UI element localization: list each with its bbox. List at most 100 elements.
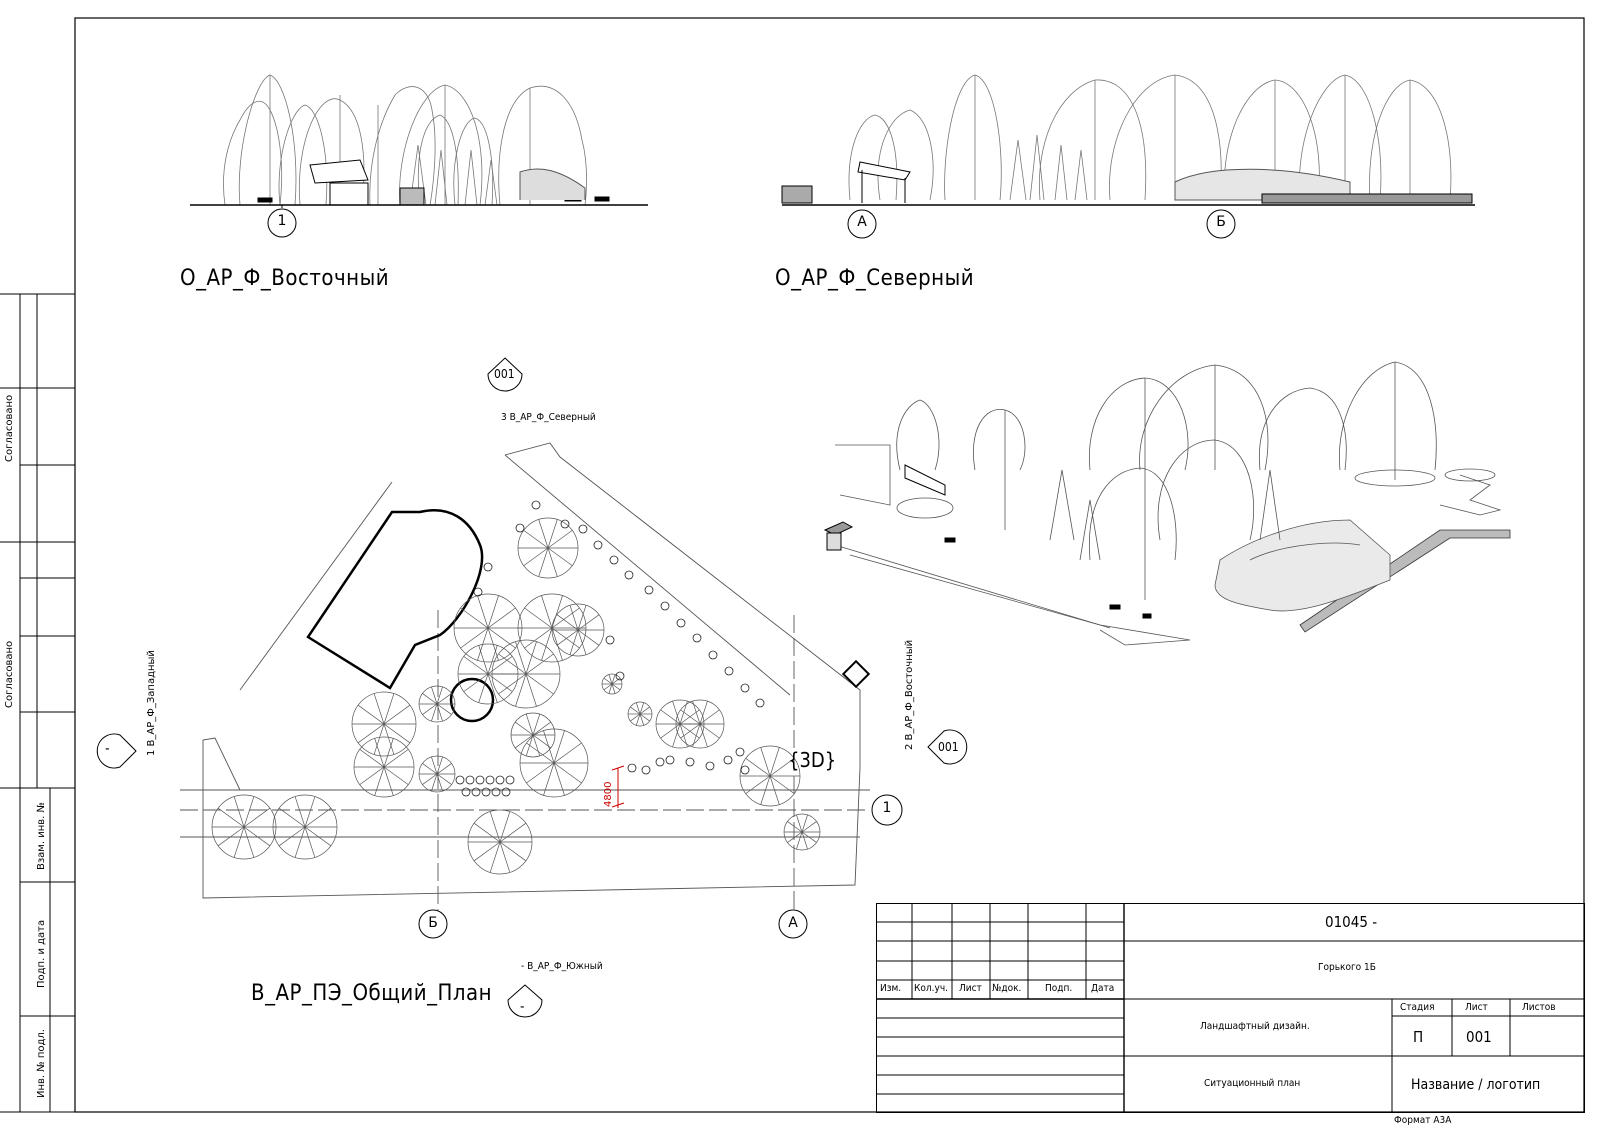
shrub-symbol — [471, 787, 481, 797]
header-date: Дата — [1091, 983, 1115, 994]
east-axis-marker — [267, 208, 297, 238]
shrub-symbol — [723, 755, 733, 765]
shrub-symbol — [615, 671, 625, 681]
south-callout-reference[interactable]: - В_АР_Ф_Южный — [521, 961, 603, 972]
tree-symbol — [601, 673, 623, 695]
header-sign: Подп. — [1045, 983, 1073, 994]
shrub-symbol — [740, 683, 750, 693]
tree-symbol — [739, 745, 801, 807]
shrub-symbol — [495, 775, 505, 785]
tree-symbol — [783, 813, 821, 851]
shrub-symbol — [660, 601, 670, 611]
tree-symbol — [211, 794, 277, 860]
shrub-symbol — [609, 555, 619, 565]
east-callout-number[interactable]: 001 — [938, 740, 959, 754]
stamp-inv-orig: Инв. № подл. — [36, 1029, 47, 1098]
shrub-symbol — [692, 633, 702, 643]
stamp-approved-2: Согласовано — [4, 640, 15, 708]
plan-title: В_АР_ПЭ_Общий_План — [251, 981, 493, 1006]
shrub-symbol — [708, 650, 718, 660]
south-callout-number[interactable]: - — [520, 999, 525, 1015]
3d-view-tag: {3D} — [788, 748, 837, 772]
shrub-symbols — [455, 500, 765, 797]
north-axis-a-marker — [847, 209, 877, 239]
shrub-symbol — [491, 787, 501, 797]
sheets-label: Листов — [1522, 1002, 1556, 1013]
shrub-symbol — [685, 757, 695, 767]
north-callout-reference[interactable]: 3 В_АР_Ф_Северный — [501, 412, 596, 423]
paper-format: Формат А3А — [1394, 1115, 1452, 1126]
east-elevation-buildings — [257, 159, 610, 206]
tree-symbol — [457, 643, 519, 705]
tree-symbol — [418, 685, 456, 723]
shrub-symbol — [475, 775, 485, 785]
shrub-symbol — [641, 765, 651, 775]
shrub-symbol — [515, 523, 525, 533]
header-change: Изм. — [880, 983, 902, 994]
west-callout-number[interactable]: - — [105, 741, 110, 757]
axonometric-view — [834, 361, 1511, 646]
north-callout-symbol — [487, 357, 523, 392]
north-elevation-title: О_АР_Ф_Северный — [775, 266, 975, 291]
shrub-symbol — [465, 775, 475, 785]
tree-symbol — [418, 755, 456, 793]
plan-axis-1-label: 1 — [882, 800, 892, 816]
shrub-symbol — [473, 587, 483, 597]
site-plan — [180, 442, 870, 910]
north-callout-number[interactable]: 001 — [494, 367, 515, 381]
shrub-symbol — [735, 747, 745, 757]
shrub-symbol — [755, 698, 765, 708]
east-callout-reference[interactable]: 2 В_АР_Ф_Восточный — [904, 639, 915, 750]
side-stamp-grid — [0, 293, 75, 1112]
plan-axis-a-label: А — [788, 915, 798, 931]
tree-symbol — [353, 736, 415, 798]
tree-symbol — [351, 691, 417, 757]
north-axis-b-marker — [1206, 209, 1236, 239]
sheet-value: 001 — [1466, 1028, 1492, 1046]
stamp-approved-1: Согласовано — [4, 394, 15, 462]
shrub-symbol — [505, 775, 515, 785]
tree-symbol — [510, 712, 556, 758]
title-block-grid — [876, 903, 1585, 1113]
shrub-symbol — [560, 519, 570, 529]
stamp-sign-date: Подп. и дата — [36, 919, 47, 988]
tree-symbol — [627, 701, 653, 727]
shrub-symbol — [740, 765, 750, 775]
shrub-symbol — [483, 562, 493, 572]
shrub-symbol — [461, 787, 471, 797]
sheet-label: Лист — [1465, 1002, 1488, 1013]
shrub-symbol — [644, 585, 654, 595]
header-count: Кол.уч. — [914, 983, 948, 994]
tree-symbol — [272, 794, 338, 860]
tree-symbol — [519, 728, 589, 798]
tree-symbol — [453, 593, 523, 663]
stage-label: Стадия — [1400, 1002, 1435, 1013]
header-doc: №док. — [992, 983, 1022, 994]
tree-symbols — [211, 517, 821, 875]
north-axis-b-label: Б — [1216, 214, 1226, 230]
sheet-name: Ситуационный план — [1204, 1078, 1301, 1089]
east-elevation-title: О_АР_Ф_Восточный — [180, 266, 390, 291]
tree-symbol — [675, 699, 725, 749]
north-elevation-buildings — [781, 161, 1473, 204]
shrub-symbol — [605, 635, 615, 645]
logo-placeholder: Название / логотип — [1411, 1077, 1541, 1093]
project-code: 01045 - — [1325, 913, 1378, 931]
project-name: Ландшафтный дизайн. — [1200, 1021, 1310, 1032]
shrub-symbol — [624, 570, 634, 580]
stage-value: П — [1413, 1028, 1424, 1046]
axonometric-objects — [823, 464, 1152, 619]
shrub-symbol — [676, 618, 686, 628]
shrub-symbol — [655, 757, 665, 767]
building-outline — [306, 509, 484, 690]
plan-axis-b-marker — [418, 909, 448, 939]
east-callout-symbol — [927, 729, 968, 765]
shrub-symbol — [627, 763, 637, 773]
plan-axis-a-marker — [778, 909, 808, 939]
west-callout-reference[interactable]: 1 В_АР_Ф_Западный — [146, 650, 157, 756]
plan-axis-1-marker — [871, 794, 903, 826]
shrub-symbol — [578, 524, 588, 534]
shrub-symbol — [705, 761, 715, 771]
north-elevation — [848, 74, 1452, 201]
